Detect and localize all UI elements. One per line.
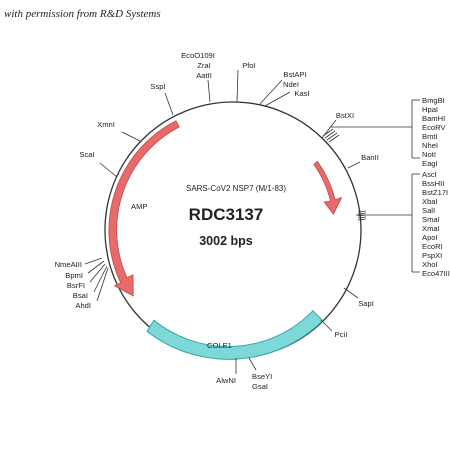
site-label-aatii: AatII xyxy=(196,71,212,80)
site-label-hpai: HpaI xyxy=(422,105,438,114)
site-label-sali: SalI xyxy=(422,206,435,215)
site-label-bstxi: BstXI xyxy=(336,111,354,120)
site-label-xbai: XbaI xyxy=(422,197,438,206)
cole1-feature xyxy=(146,309,324,360)
site-label-sapi: SapI xyxy=(358,299,374,308)
insert-arrow xyxy=(313,160,343,215)
site-label-zrai: ZraI xyxy=(197,61,211,70)
site-lines xyxy=(84,69,420,374)
amp-label: AMP xyxy=(131,202,147,211)
site-label-bsrfi: BsrFI xyxy=(67,281,85,290)
site-label-eagi: EagI xyxy=(422,159,438,168)
site-label-pcii: PciI xyxy=(335,330,348,339)
insert-name: SARS-CoV2 NSP7 (M/1-83) xyxy=(186,184,286,193)
credit-text: with permission from R&D Systems xyxy=(4,8,161,20)
site-label-xhoi: XhoI xyxy=(422,260,438,269)
site-label-bmgbi: BmgBI xyxy=(422,96,445,105)
site-label-ecorv: EcoRV xyxy=(422,123,446,132)
site-label-bamhi: BamHI xyxy=(422,114,445,123)
site-label-eco47iii: Eco47III xyxy=(422,269,450,278)
site-label-ecoo109i: EcoO109I xyxy=(181,51,215,60)
site-label-bstz17i: BstZ17I xyxy=(422,188,448,197)
site-label-xmai: XmaI xyxy=(422,224,440,233)
site-label-bsai: BsaI xyxy=(73,291,88,300)
plasmid-size: 3002 bps xyxy=(199,234,253,248)
site-label-pfoi: PfoI xyxy=(242,61,256,70)
site-label-apoi: ApoI xyxy=(422,233,438,242)
site-label-scai: ScaI xyxy=(79,150,94,159)
site-label-bmti: BmtI xyxy=(422,132,438,141)
site-label-bseyi: BseYI xyxy=(252,372,272,381)
site-label-sspi: SspI xyxy=(150,82,165,91)
site-label-asci: AscI xyxy=(422,170,437,179)
site-label-noti: NotI xyxy=(422,150,436,159)
amp-arrow xyxy=(108,120,180,297)
site-tick-cluster-mcs2 xyxy=(357,210,367,221)
site-label-bstapi: BstAPI xyxy=(283,70,306,79)
site-label-ecori: EcoRI xyxy=(422,242,443,251)
site-tick-cluster-mcs1 xyxy=(322,128,340,143)
site-label-nhei: NheI xyxy=(422,141,438,150)
site-label-banii: BanII xyxy=(361,153,379,162)
site-label-xmni: XmnI xyxy=(97,120,115,129)
site-label-pspxi: PspXI xyxy=(422,251,442,260)
site-label-ahdi: AhdI xyxy=(75,301,91,310)
site-label-alwni: AlwNI xyxy=(216,376,236,385)
site-label-ndei: NdeI xyxy=(283,80,299,89)
site-label-gsai: GsaI xyxy=(252,382,268,391)
site-label-bpmi: BpmI xyxy=(65,271,83,280)
cole1-label: COLE1 xyxy=(207,341,232,350)
plasmid-name: RDC3137 xyxy=(189,205,264,224)
plasmid-backbone xyxy=(104,101,362,359)
site-label-smai: SmaI xyxy=(422,215,440,224)
site-label-kasi: KasI xyxy=(294,89,309,98)
site-label-nmeaiii: NmeAIII xyxy=(55,260,82,269)
site-label-bsshii: BssHII xyxy=(422,179,444,188)
